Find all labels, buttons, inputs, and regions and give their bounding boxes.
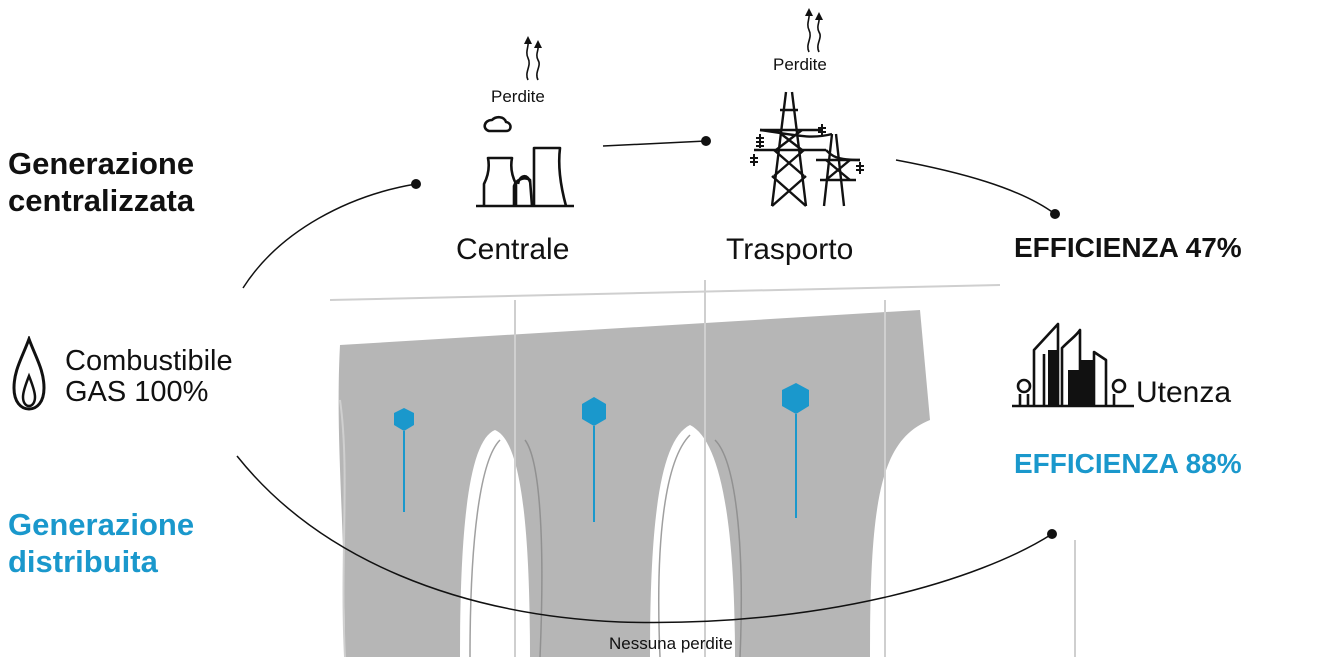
efficiency-central: EFFICIENZA 47% (1014, 232, 1242, 263)
fuel-line1: Combustibile (65, 345, 233, 377)
buildings-icon (1012, 322, 1134, 408)
fuel-label: Combustibile GAS 100% (65, 346, 233, 408)
efficiency-distributed: EFFICIENZA 88% (1014, 448, 1242, 479)
plant-label: Centrale (456, 233, 570, 266)
user-label: Utenza (1136, 376, 1232, 409)
transmission-tower-icon (750, 91, 864, 207)
centralized-generation-title: Generazione centralizzata (8, 145, 194, 219)
transport-losses-label: Perdite (773, 55, 827, 74)
distributed-line2: distribuita (8, 544, 158, 579)
power-plant-icon (476, 115, 574, 208)
losses-arrows-icon (805, 8, 823, 53)
plant-losses-label: Perdite (491, 87, 545, 106)
pin-marker (782, 383, 809, 518)
pin-marker (394, 408, 414, 512)
pin-marker (582, 397, 606, 522)
transport-label: Trasporto (726, 233, 854, 266)
flame-icon (12, 336, 46, 411)
distributed-generation-title: Generazione distribuita (8, 506, 194, 580)
fuel-line2: GAS 100% (65, 376, 209, 408)
losses-arrows-icon (524, 36, 542, 81)
centralized-line2: centralizzata (8, 183, 195, 218)
centralized-line1: Generazione (8, 146, 195, 181)
no-losses-label: Nessuna perdite (609, 634, 733, 653)
distributed-line1: Generazione (8, 507, 195, 542)
